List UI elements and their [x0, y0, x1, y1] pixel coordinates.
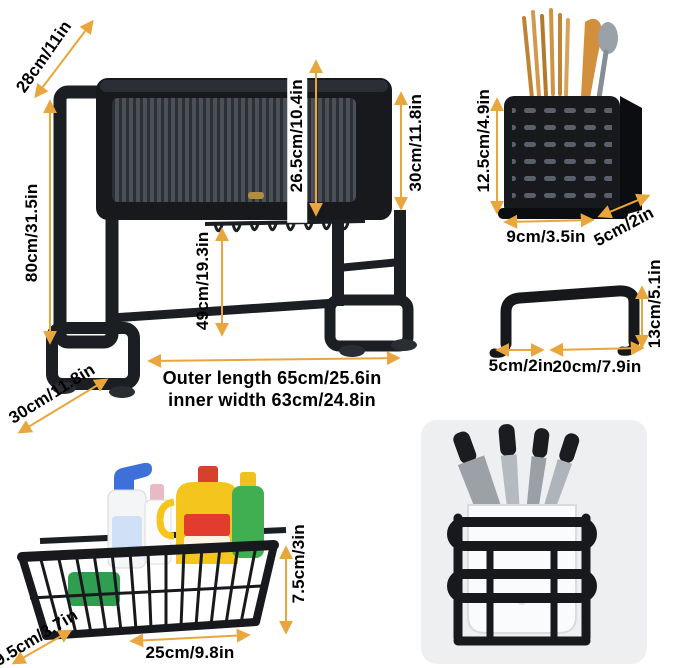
dim-rack-door-height: 26.5cm/10.4in	[287, 48, 307, 223]
dim-rack-height: 80cm/31.5in	[22, 183, 42, 283]
dim-utensil-width: 9cm/3.5in	[506, 227, 586, 246]
dim-utensil-height: 12.5cm/4.9in	[474, 89, 494, 193]
knife-holder-graphic	[421, 420, 647, 664]
chopsticks-graphic	[522, 8, 570, 100]
dim-rack-upper-height: 30cm/11.8in	[406, 93, 426, 192]
dim-basket-width: 25cm/9.8in	[145, 643, 235, 662]
rack-door-handle	[248, 192, 264, 199]
dim-basket-height: 7.5cm/3in	[289, 524, 309, 604]
dim-rack-outer-length: Outer length 65cm/25.6in	[162, 368, 382, 388]
knife-cage-graphic	[447, 513, 597, 646]
dim-bracket-depth: 5cm/2in	[488, 356, 554, 375]
rack-glass-door	[112, 98, 356, 202]
spoon-graphic	[596, 22, 618, 101]
dim-rack-inner-width: inner width 63cm/24.8in	[168, 390, 376, 410]
spatula-graphic	[581, 18, 602, 98]
dim-rack-clearance: 49cm/19.3in	[193, 231, 213, 331]
dimension-lines	[11, 19, 651, 665]
storage-basket-graphic	[17, 540, 279, 640]
utensil-holder-graphic	[498, 8, 642, 219]
dim-bracket-height: 13cm/5.1in	[645, 259, 665, 349]
dish-rack-graphic	[46, 78, 417, 398]
dim-bracket-width: 20cm/7.9in	[552, 357, 642, 376]
green-bottle-graphic	[232, 472, 264, 558]
hook-bracket-graphic	[489, 285, 640, 358]
